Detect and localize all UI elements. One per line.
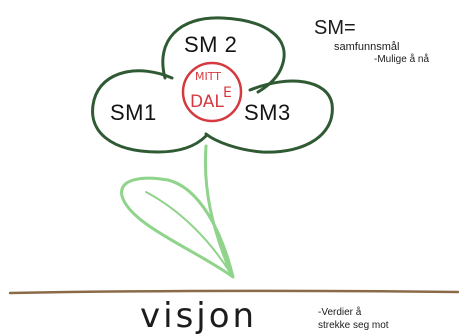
legend-line-1: samfunnsmål bbox=[334, 41, 399, 53]
petal-label-left: SM1 bbox=[110, 100, 157, 125]
flower-stem bbox=[203, 144, 234, 278]
petal-left bbox=[91, 69, 208, 154]
flower-center bbox=[181, 61, 243, 123]
flower-leaf bbox=[120, 176, 235, 279]
vision-label: visjon bbox=[140, 296, 257, 334]
petal-label-top: SM 2 bbox=[184, 32, 237, 57]
center-label-dal: DAL bbox=[190, 92, 224, 112]
ground-line bbox=[8, 289, 460, 295]
petal-label-right: SM3 bbox=[244, 100, 291, 125]
petal-right bbox=[204, 79, 334, 154]
petal-top bbox=[161, 16, 286, 94]
vision-note-line-2: strekke seg mot bbox=[318, 320, 389, 331]
leaf-vein bbox=[145, 191, 232, 275]
center-label-mitt: MITT bbox=[195, 70, 221, 83]
legend-title: SM= bbox=[314, 17, 356, 39]
center-label-e: E bbox=[223, 85, 232, 101]
legend-line-2: -Mulige å nå bbox=[374, 53, 429, 65]
vision-note-line-1: -Verdier å bbox=[318, 306, 362, 318]
